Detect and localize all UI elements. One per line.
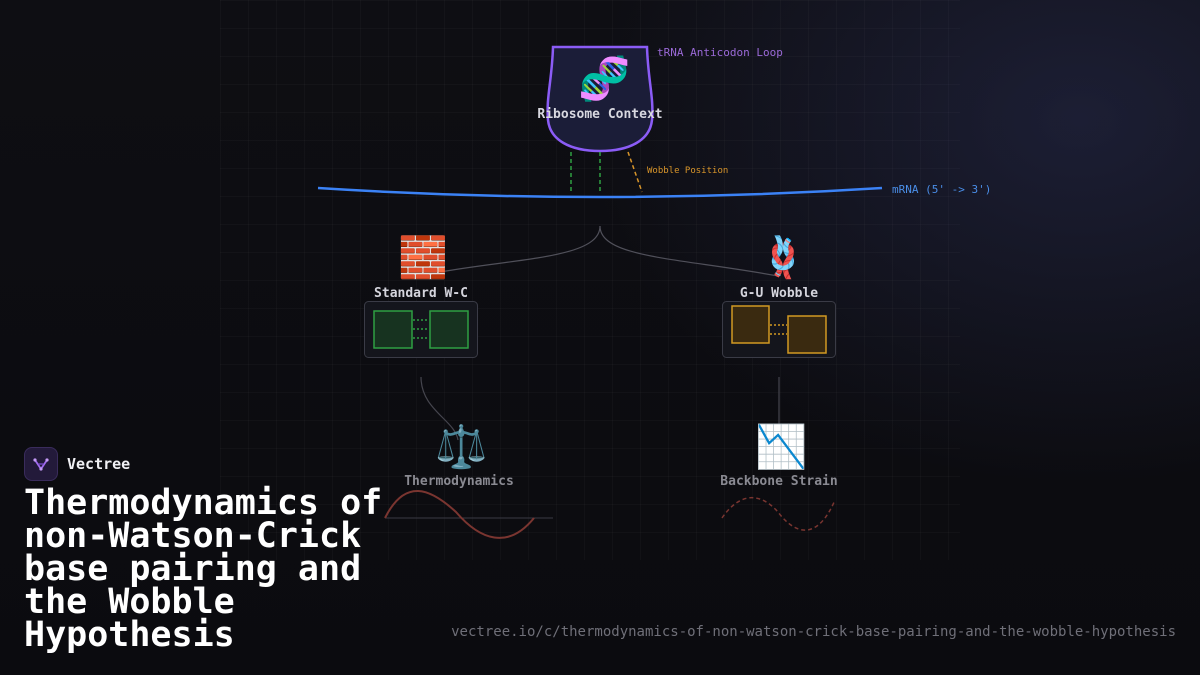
backbone-strain-label: Backbone Strain [720, 474, 838, 489]
strain-curve [721, 496, 836, 531]
wobble-base-left [731, 305, 770, 344]
energy-curve [384, 490, 535, 539]
trna-anticodon-label: tRNA Anticodon Loop [657, 46, 783, 59]
wobble-position-label: Wobble Position [647, 166, 729, 176]
standard-base-right [429, 310, 469, 349]
dna-icon: 🧬 [578, 54, 631, 103]
connector-left [439, 225, 601, 273]
brand: Vectree [24, 447, 130, 481]
gu-wobble-label: G-U Wobble [739, 286, 819, 301]
knot-icon: 🪢 [758, 235, 808, 281]
chart-decreasing-icon: 📉 [755, 422, 808, 471]
thermodynamics-label: Thermodynamics [404, 474, 514, 489]
page-url[interactable]: vectree.io/c/thermodynamics-of-non-watso… [451, 624, 1176, 640]
wobble-base-right [787, 315, 827, 354]
mrna-strand [317, 186, 883, 199]
trna-loop-shape [546, 45, 654, 153]
brand-name: Vectree [67, 455, 131, 473]
connector-left-down [420, 376, 459, 441]
brick-icon: 🧱 [398, 235, 448, 281]
connector-right [599, 225, 779, 277]
balance-scale-icon: ⚖️ [435, 422, 488, 471]
vectree-logo-icon [24, 447, 58, 481]
wobble-bond-line [627, 151, 643, 193]
ribosome-context-label: Ribosome Context [537, 107, 663, 122]
standard-wc-label: Standard W-C [374, 286, 468, 301]
mrna-label: mRNA (5' -> 3') [892, 183, 992, 196]
standard-base-left [373, 310, 413, 349]
page-title: Thermodynamics of non-Watson-Crick base … [24, 483, 383, 655]
